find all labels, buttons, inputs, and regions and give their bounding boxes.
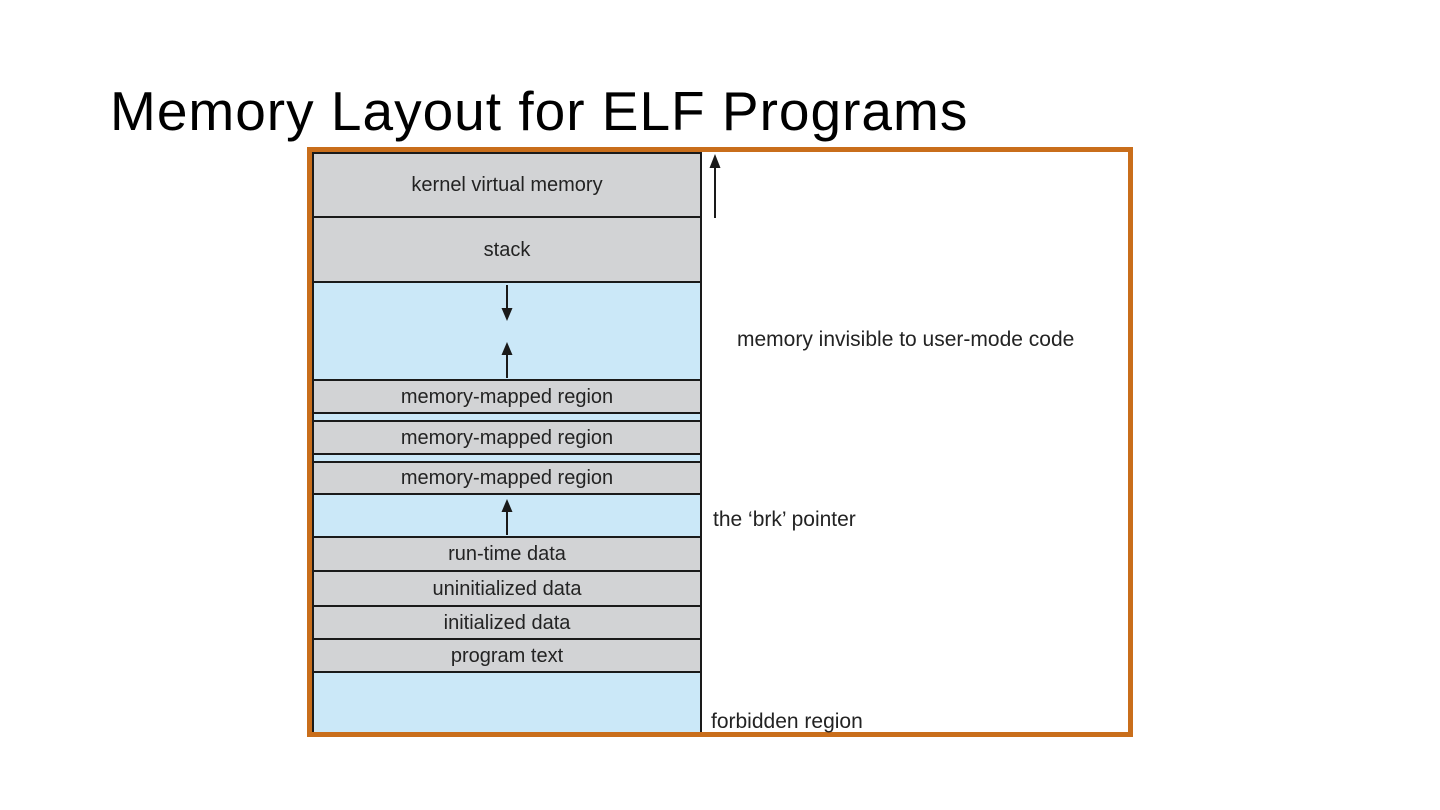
region-label: initialized data (443, 611, 571, 634)
brk-growth-gap (314, 495, 700, 538)
region-label: memory-mapped region (400, 467, 614, 489)
region-label: run-time data (448, 543, 566, 565)
region-label: kernel virtual memory (411, 174, 603, 196)
annotation-brk-pointer: the ‘brk’ pointer (713, 508, 856, 531)
region-label: program text (450, 644, 564, 667)
region-label: stack (483, 238, 531, 261)
initialized-data-region: initialized data (314, 607, 700, 640)
up-arrow-icon (709, 154, 721, 218)
memory-mapped-region-3: memory-mapped region (314, 463, 700, 495)
stack-region: stack (314, 218, 700, 283)
region-label: uninitialized data (432, 577, 582, 600)
memory-layout-diagram: kernel virtual memory stack memory-mapped … (307, 147, 1133, 737)
memory-mapped-region-1: memory-mapped region (314, 381, 700, 414)
program-text-region: program text (314, 640, 700, 673)
mmap-gap-1 (314, 414, 700, 422)
slide-title: Memory Layout for ELF Programs (110, 80, 969, 142)
mmap-gap-2 (314, 455, 700, 463)
memory-mapped-region-2: memory-mapped region (314, 422, 700, 455)
region-label: memory-mapped region (400, 385, 614, 408)
title-clip: Memory Layout for ELF Programs (0, 0, 1440, 146)
uninitialized-data-region: uninitialized data (314, 572, 700, 607)
kernel-virtual-memory-region: kernel virtual memory (314, 154, 700, 218)
run-time-data-region: run-time data (314, 538, 700, 572)
up-arrow-icon (501, 342, 513, 378)
region-label: memory-mapped region (400, 426, 614, 449)
up-arrow-icon (501, 499, 513, 535)
annotation-memory-invisible: memory invisible to user-mode code (737, 328, 1075, 351)
annotation-forbidden-region: forbidden region (711, 710, 863, 733)
down-arrow-icon (501, 285, 513, 321)
forbidden-region-area (314, 673, 700, 732)
stack-heap-growth-gap (314, 283, 700, 381)
memory-column: kernel virtual memory stack memory-mapped … (312, 152, 702, 732)
